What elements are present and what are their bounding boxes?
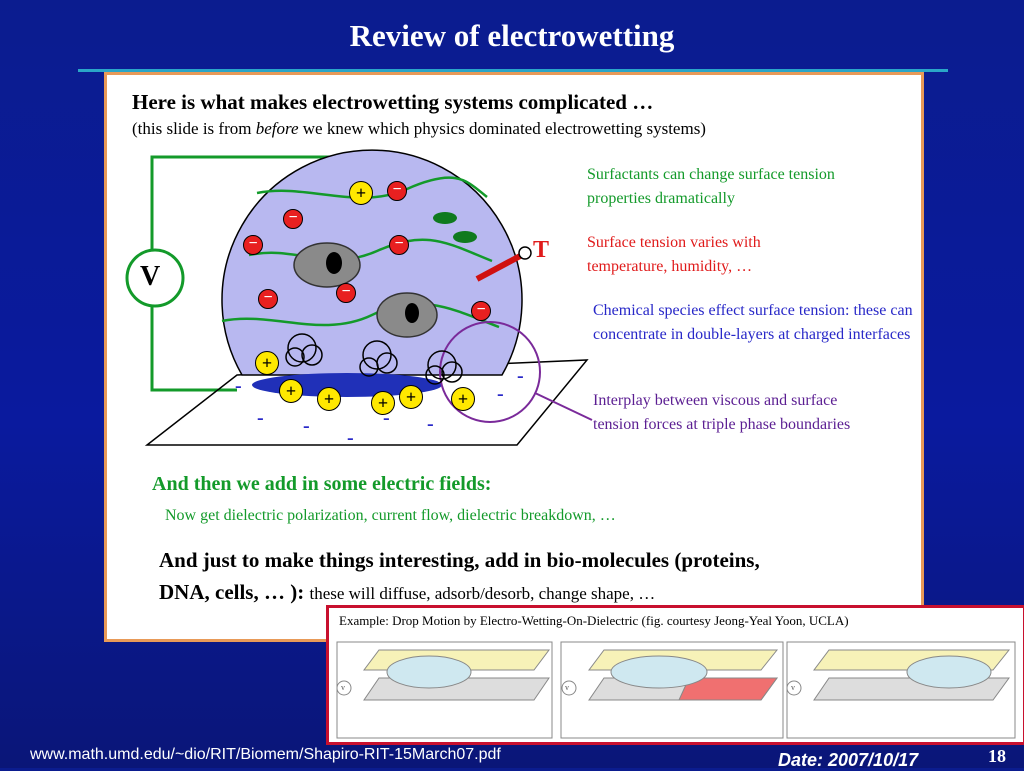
title-divider <box>78 69 948 72</box>
label-chemical-species: Chemical species effect surface tension:… <box>593 302 913 343</box>
negative-ion-icon: − <box>471 301 491 321</box>
surface-charge: - <box>347 427 354 449</box>
positive-ion-icon: + <box>451 387 475 411</box>
ewod-panel-1 <box>336 641 553 739</box>
biomolecules-line-2: DNA, cells, … ): these will diffuse, ads… <box>159 580 656 604</box>
voltage-symbol: v <box>565 683 569 692</box>
positive-ion-icon: + <box>279 379 303 403</box>
surface-charge: - <box>497 383 504 405</box>
negative-ion-icon: − <box>243 235 263 255</box>
figure-subheading: (this slide is from before we knew which… <box>132 119 706 138</box>
surface-charge: - <box>235 375 242 397</box>
electric-fields-detail: Now get dielectric polarization, current… <box>165 507 616 524</box>
positive-ion-icon: + <box>399 385 423 409</box>
surface-charge: - <box>517 365 524 387</box>
voltmeter-icon <box>125 248 185 308</box>
surface-charge: - <box>427 413 434 435</box>
page-number: 18 <box>988 746 1006 766</box>
droplet-diagram <box>125 149 593 446</box>
positive-ion-icon: + <box>349 181 373 205</box>
surface-charge: - <box>303 415 310 437</box>
electric-fields-heading: And then we add in some electric fields: <box>152 473 492 495</box>
voltage-symbol: v <box>791 683 795 692</box>
negative-ion-icon: − <box>387 181 407 201</box>
negative-ion-icon: − <box>336 283 356 303</box>
biomolecules-line-1: And just to make things interesting, add… <box>159 548 760 572</box>
label-surfactants: Surfactants can change surface tension p… <box>587 166 835 207</box>
ewod-example-figure: Example: Drop Motion by Electro-Wetting-… <box>326 605 1024 745</box>
label-triple-phase: Interplay between viscous and surface te… <box>593 392 851 433</box>
voltage-symbol: v <box>341 683 345 692</box>
negative-ion-icon: − <box>389 235 409 255</box>
surface-charge: - <box>383 407 390 429</box>
surface-charge: - <box>257 407 264 429</box>
droplet-shape <box>221 149 523 376</box>
positive-ion-icon: + <box>255 351 279 375</box>
ewod-panels <box>336 641 1016 739</box>
figure-heading: Here is what makes electrowetting system… <box>132 90 654 114</box>
example-caption: Example: Drop Motion by Electro-Wetting-… <box>339 613 849 628</box>
footer-date: Date: 2007/10/17 <box>778 750 919 770</box>
voltmeter-label: V <box>140 261 161 292</box>
temperature-label: T <box>533 237 550 263</box>
negative-ion-icon: − <box>283 209 303 229</box>
slide-title: Review of electrowetting <box>349 18 675 53</box>
ewod-panel-3 <box>786 641 1016 739</box>
footer-url: www.math.umd.edu/~dio/RIT/Biomem/Shapiro… <box>30 746 501 763</box>
label-temperature: Surface tension varies with temperature,… <box>587 234 761 275</box>
electrowetting-figure: V T + + + + + + + − − − − − − − - - - - … <box>104 72 924 642</box>
positive-ion-icon: + <box>371 391 395 415</box>
negative-ion-icon: − <box>258 289 278 309</box>
positive-ion-icon: + <box>317 387 341 411</box>
ewod-panel-2 <box>560 641 784 739</box>
